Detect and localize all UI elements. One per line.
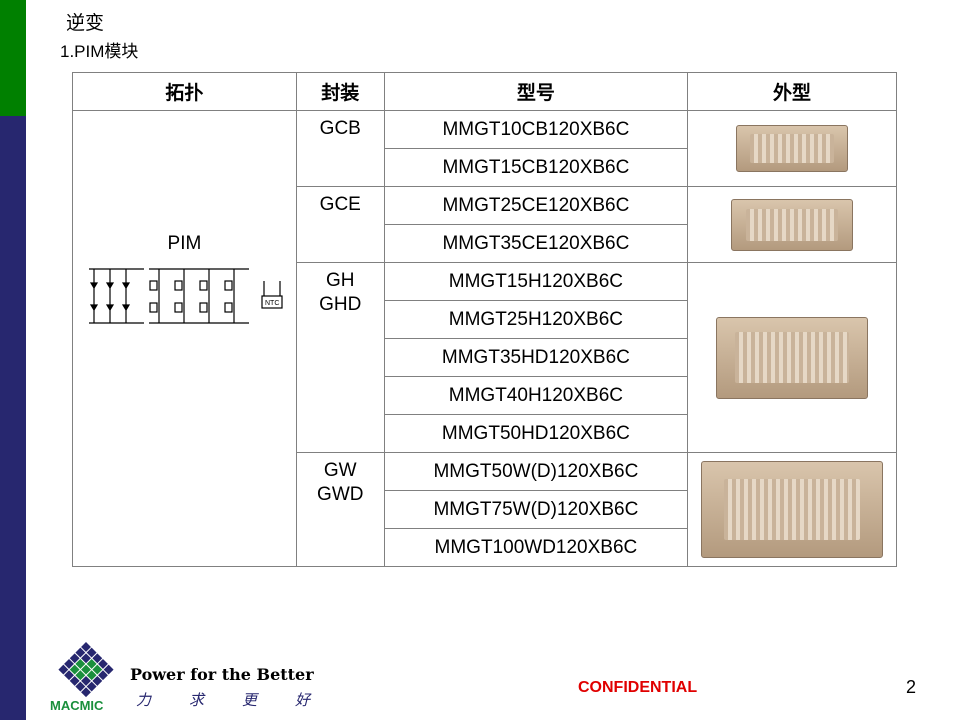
table-row: MMGT100WD120XB6C: [73, 528, 897, 567]
table-row: MMGT35HD120XB6C: [73, 338, 897, 377]
package-label: GCB: [319, 118, 361, 139]
table-header: 拓扑 封装 型号 外型: [72, 72, 897, 111]
slogan-chinese: 力求更好: [136, 692, 349, 709]
module-photo: [701, 461, 884, 558]
model-cell: MMGT25CE120XB6C: [383, 186, 689, 225]
table-row: MMGT25H120XB6C: [73, 300, 897, 339]
model-cell: MMGT40H120XB6C: [383, 376, 689, 415]
model-cell: MMGT75W(D)120XB6C: [383, 490, 689, 529]
table-row: GW GWD MMGT50W(D)120XB6C: [73, 452, 897, 567]
page-number: 2: [906, 677, 917, 697]
module-photo: [736, 125, 849, 172]
model-cell: MMGT10CB120XB6C: [383, 110, 689, 149]
module-image-cell: [687, 186, 897, 263]
header-package: 封装: [295, 72, 385, 111]
topology-label: PIM: [167, 233, 202, 254]
model-cell: MMGT25H120XB6C: [383, 300, 689, 339]
model-cell: MMGT50HD120XB6C: [383, 414, 689, 453]
table-row: GCE MMGT25CE120XB6C: [73, 186, 897, 263]
package-label: GW GWD: [317, 460, 364, 505]
header-model: 型号: [383, 72, 689, 111]
macmic-logo: [56, 640, 116, 705]
package-label: GCE: [319, 194, 361, 215]
package-cell: GCE: [295, 186, 385, 263]
pim-schematic-icon: NTC: [89, 268, 284, 324]
table-row: MMGT75W(D)120XB6C: [73, 490, 897, 529]
module-photo: [731, 198, 854, 251]
package-label: GH GHD: [319, 270, 362, 315]
package-cell: GH GHD: [295, 262, 385, 453]
package-cell: GW GWD: [295, 452, 385, 567]
header-appearance: 外型: [687, 72, 897, 111]
module-image-cell: [687, 452, 897, 567]
table-row: MMGT15CB120XB6C: [73, 148, 897, 187]
svg-text:NTC: NTC: [265, 300, 279, 307]
module-image-cell: [687, 262, 897, 453]
topology-cell: PIM NTC: [72, 110, 297, 567]
module-image-cell: [687, 110, 897, 187]
accent-bar-navy: [0, 116, 26, 720]
table-row: PIM NTC GCB MMGT10CB120XB6C: [72, 110, 897, 567]
model-cell: MMGT100WD120XB6C: [383, 528, 689, 567]
header-topology: 拓扑: [72, 72, 297, 111]
model-cell: MMGT50W(D)120XB6C: [383, 452, 689, 491]
brand-name: MACMIC: [50, 698, 104, 713]
slide-subtitle: 1.PIM模块: [60, 42, 139, 61]
confidential-label: CONFIDENTIAL: [578, 679, 698, 696]
package-cell: GCB: [295, 110, 385, 187]
slogan: Power for the Better: [130, 665, 314, 684]
slide-title: 逆变: [66, 12, 105, 34]
accent-bar-green: [0, 0, 26, 116]
table-row: MMGT40H120XB6C: [73, 376, 897, 415]
module-photo: [716, 316, 869, 399]
model-cell: MMGT15H120XB6C: [383, 262, 689, 301]
table-row: MMGT50HD120XB6C: [73, 414, 897, 453]
model-cell: MMGT35CE120XB6C: [383, 224, 689, 263]
table-row: GH GHD MMGT15H120XB6C: [73, 262, 897, 453]
model-cell: MMGT35HD120XB6C: [383, 338, 689, 377]
model-cell: MMGT15CB120XB6C: [383, 148, 689, 187]
